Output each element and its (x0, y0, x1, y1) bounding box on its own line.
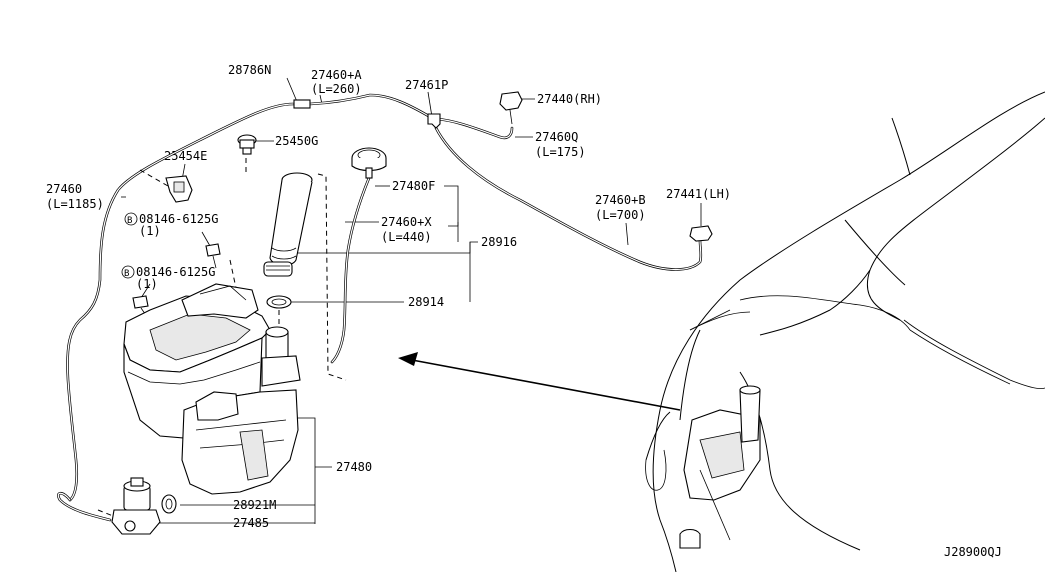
diagram-id: J28900QJ (944, 545, 1002, 559)
joint-28786N (293, 99, 311, 109)
hose-27460B (434, 126, 703, 271)
label-27460A-length: (L=260) (311, 82, 362, 96)
hose-bottom-loop (57, 491, 112, 522)
label-27460-length: (L=1185) (46, 197, 104, 211)
locator-arrow (398, 352, 681, 411)
label-27460X: 27460+X (381, 215, 432, 229)
label-28914: 28914 (408, 295, 444, 309)
label-27460A: 27460+A (311, 68, 362, 82)
svg-text:B: B (127, 216, 132, 226)
label-bolt-08146-6125G-1: 08146-6125G (139, 212, 218, 226)
label-27460B-length: (L=700) (595, 208, 646, 222)
vehicle-context-view (645, 91, 1045, 572)
label-27460B: 27460+B (595, 193, 646, 207)
bracket-25454E (165, 175, 193, 203)
filler-cap-27480F (351, 147, 387, 179)
seal-28914 (266, 295, 292, 309)
label-28916: 28916 (481, 235, 517, 249)
bolt-08146-6125G-upper (205, 243, 221, 269)
washer-tank-27480 (123, 283, 301, 495)
bolt-marker-1: B (124, 212, 138, 226)
label-27480: 27480 (336, 460, 372, 474)
label-bolt-08146-6125G-2: 08146-6125G (136, 265, 215, 279)
bolt-marker-2: B (121, 265, 135, 279)
label-bolt-1-qty: (1) (139, 224, 161, 238)
svg-text:B: B (124, 269, 129, 279)
filler-neck-28916 (263, 172, 313, 277)
label-27461P: 27461P (405, 78, 448, 92)
label-27480F: 27480F (392, 179, 435, 193)
label-bolt-2-qty: (1) (136, 277, 158, 291)
label-27460Q-length: (L=175) (535, 145, 586, 159)
washer-hose-27460 (66, 102, 295, 502)
nozzle-27441LH (689, 225, 713, 242)
grommet-28921M (161, 494, 177, 514)
t-joint-27461P (427, 113, 441, 129)
label-27460X-length: (L=440) (381, 230, 432, 244)
hose-27460X (330, 176, 371, 364)
label-27440RH: 27440(RH) (537, 92, 602, 106)
label-28786N: 28786N (228, 63, 271, 77)
label-25450G: 25450G (275, 134, 318, 148)
label-27441LH: 27441(LH) (666, 187, 731, 201)
grommet-25450G (237, 134, 257, 155)
nozzle-27440RH (499, 91, 523, 125)
label-27460Q: 27460Q (535, 130, 578, 144)
label-27460: 27460 (46, 182, 82, 196)
pump-motor-27485 (111, 477, 161, 535)
hose-27460A (308, 93, 434, 120)
hose-27460Q (434, 117, 514, 140)
